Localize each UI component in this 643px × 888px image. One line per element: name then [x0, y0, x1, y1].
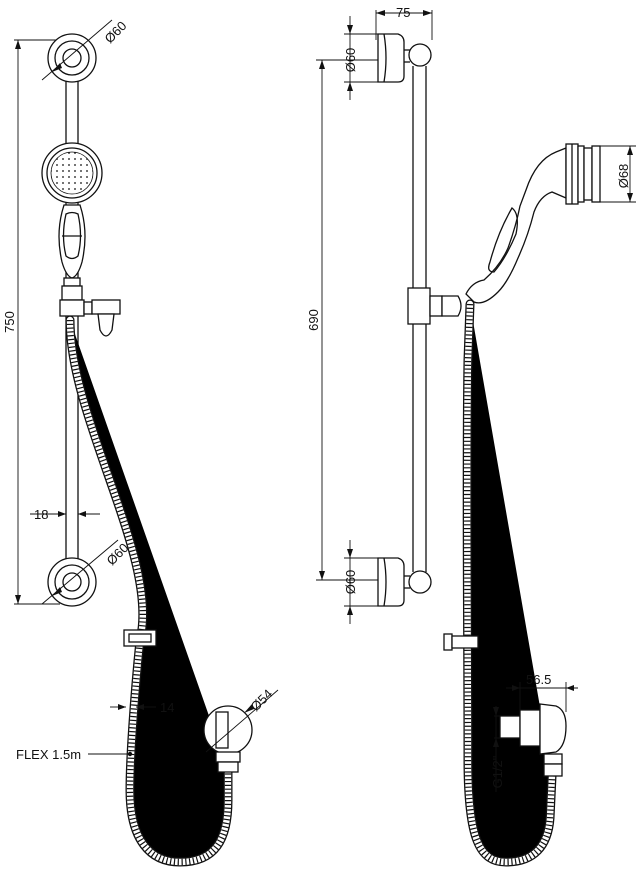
side-flex-hose [467, 304, 552, 862]
side-handset-head [565, 143, 601, 205]
dimension-thread: G1/2" [490, 706, 505, 792]
side-slider [407, 287, 462, 325]
outlet-projection-label: 56.5 [526, 672, 551, 687]
side-view: 75 690 Ø60 Ø60 [306, 5, 636, 862]
dimension-projection: 75 [375, 5, 433, 40]
side-hose-clip [443, 633, 479, 651]
overall-height-label: 750 [2, 311, 17, 333]
side-bottom-bracket [377, 557, 432, 607]
dimension-outlet-projection: 56.5 [506, 672, 578, 712]
side-top-bracket [377, 33, 432, 83]
front-top-bracket: Ø60 [41, 18, 130, 83]
flex-hose-label: FLEX 1.5m [16, 747, 81, 762]
front-handset-head [41, 142, 103, 204]
front-bottom-bracket: Ø60 [41, 539, 132, 607]
dimension-rail-dia: 18 [30, 507, 100, 522]
handset-dia-label: Ø68 [616, 164, 631, 189]
side-handset [465, 143, 601, 304]
rail-centres-label: 690 [306, 309, 321, 331]
front-view: 750 Ø60 Ø60 [2, 18, 279, 862]
front-hose-clip [123, 629, 157, 647]
dimension-bottom-backplate: Ø60 [343, 540, 378, 624]
front-wall-outlet: Ø54 [203, 686, 279, 773]
projection-label: 75 [396, 5, 410, 20]
dimension-top-backplate: Ø60 [343, 16, 378, 100]
dimension-handset-dia: Ø68 [600, 145, 636, 203]
rail-dia-label: 18 [34, 507, 48, 522]
front-handset-handle [58, 204, 86, 301]
thread-label: G1/2" [490, 755, 505, 788]
front-flex-hose [70, 320, 228, 862]
dimension-overall-height: 750 [2, 39, 60, 605]
flex-hose-callout: FLEX 1.5m [16, 747, 133, 762]
side-wall-outlet [499, 703, 567, 777]
bottom-backplate-dia-label: Ø60 [343, 570, 358, 595]
outlet-dia-label: Ø54 [248, 686, 276, 714]
top-backplate-dia-label: Ø60 [343, 48, 358, 73]
dimension-hose-dia: 14 [110, 700, 174, 715]
dimension-rail-centres: 690 [306, 59, 378, 581]
front-top-bracket-dia-label: Ø60 [102, 18, 130, 46]
front-slider-lever [59, 299, 121, 337]
hose-dia-label: 14 [160, 700, 174, 715]
